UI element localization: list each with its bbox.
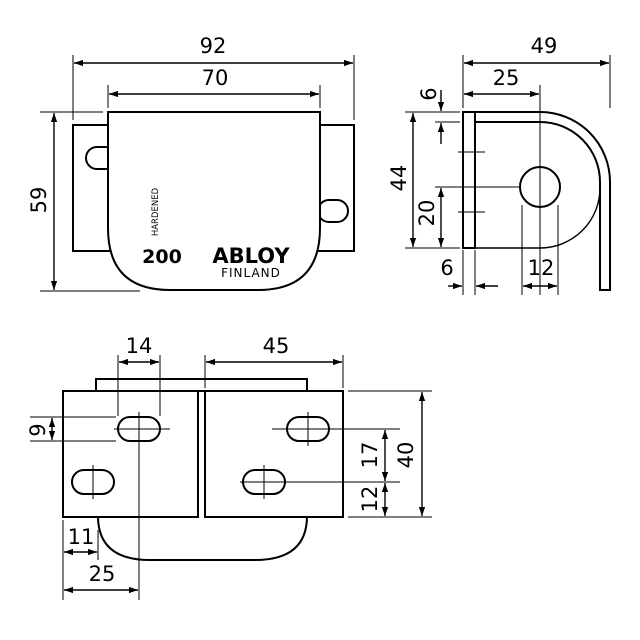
- front-body: [107, 111, 321, 291]
- dim-12-side: 12: [528, 256, 555, 280]
- dim-49: 49: [531, 34, 558, 58]
- bottom-right-plate: [204, 390, 344, 518]
- dim-44: 44: [387, 165, 411, 192]
- country-mark: FINLAND: [221, 266, 281, 280]
- bottom-rounded-body: [97, 515, 308, 561]
- dim-6-top: 6: [417, 87, 441, 100]
- dim-20: 20: [415, 200, 439, 227]
- brand-logo: ABLOY: [212, 244, 290, 268]
- bottom-top-strip: [95, 378, 308, 392]
- side-body: [474, 111, 611, 291]
- dim-92: 92: [200, 34, 227, 58]
- side-plate: [462, 111, 476, 249]
- dim-59: 59: [27, 187, 51, 214]
- dim-9: 9: [26, 423, 50, 436]
- dim-14: 14: [126, 334, 153, 358]
- dim-6-bottom: 6: [440, 256, 453, 280]
- dim-45: 45: [263, 334, 290, 358]
- dim-40: 40: [394, 442, 418, 469]
- dim-25-side: 25: [493, 66, 520, 90]
- dim-17: 17: [358, 442, 382, 469]
- dim-12-bottom: 12: [358, 486, 382, 513]
- number-mark: 200: [142, 246, 182, 268]
- hardened-mark: HARDENED: [151, 187, 161, 236]
- side-lower: [475, 187, 601, 249]
- bottom-view: 14 45 9 17 12 40 11 25: [26, 334, 432, 600]
- front-right-slot: [317, 199, 349, 223]
- side-view: 49 25 6 44 20 6 12: [387, 34, 611, 295]
- front-view: 92 70 59 HARDENED 200 ABLOY FINLAND: [27, 34, 355, 292]
- dim-70: 70: [202, 66, 229, 90]
- dim-11: 11: [68, 525, 95, 549]
- bottom-left-plate: [62, 390, 199, 518]
- dim-25-bottom: 25: [89, 562, 116, 586]
